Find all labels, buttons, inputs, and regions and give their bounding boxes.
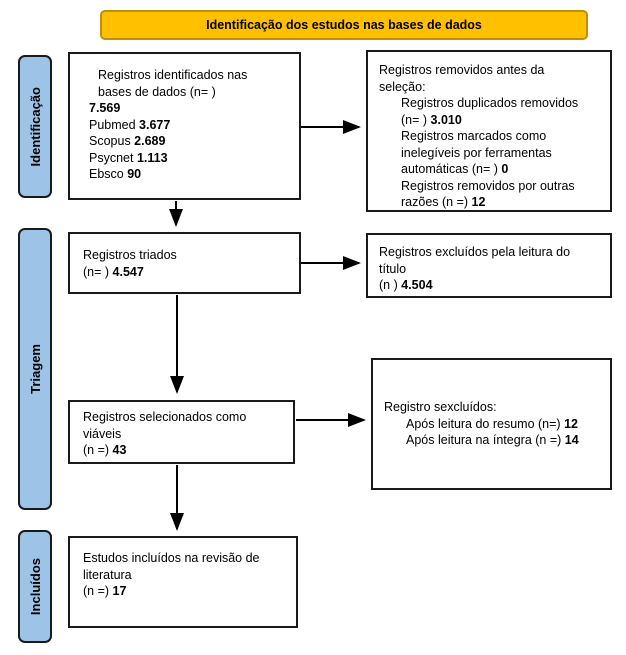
- text-segment: viáveis: [83, 426, 122, 441]
- text-segment: Registros selecionados como: [83, 410, 247, 424]
- text-segment: (n= ): [401, 112, 431, 127]
- text-segment: 14: [564, 433, 579, 448]
- box-studies-included: Estudos incluídos na revisão de literatur…: [68, 536, 298, 628]
- text-segment: Registros marcados como: [401, 129, 547, 143]
- text-segment: Ebsco: [89, 167, 128, 181]
- text-line: Registros removidos por outras: [401, 178, 604, 195]
- text-segment: 12: [564, 416, 578, 431]
- text-line: Após leitura na íntegra (n =) 14: [406, 432, 604, 449]
- text-segment: 43: [112, 443, 127, 457]
- text-segment: Registros excluídos pela leitura do: [379, 245, 571, 259]
- text-segment: título: [379, 261, 407, 276]
- text-segment: Registro sexcluídos:: [384, 400, 497, 415]
- box-records-excluded-by-title: Registros excluídos pela leitura do títul…: [366, 233, 612, 298]
- text-line: seleção:: [379, 79, 604, 96]
- text-segment: (n =): [83, 443, 113, 457]
- box-records-identified: Registros identificados nas bases de dado…: [68, 52, 301, 200]
- text-segment: automáticas (n= ): [401, 162, 502, 176]
- text-segment: Registros removidos por outras: [401, 178, 575, 193]
- text-segment: 3.677: [139, 117, 171, 132]
- text-line: 7.569: [89, 100, 293, 117]
- text-segment: Estudos incluídos na revisão de: [83, 551, 260, 565]
- box-records-screened: Registros triados (n= ) 4.547: [68, 232, 301, 294]
- text-line: razões (n =) 12: [401, 194, 604, 211]
- text-line: Registros triados: [83, 247, 293, 264]
- text-segment: 3.010: [430, 112, 462, 127]
- text-segment: razões (n =): [401, 195, 472, 209]
- text-line: (n =) 17: [83, 583, 290, 600]
- box-records-excluded-after-reading: Registro sexcluídos:Após leitura do resu…: [371, 358, 612, 490]
- text-line: Registro sexcluídos:: [384, 399, 604, 416]
- text-segment: (n =): [83, 584, 113, 598]
- text-line: viáveis: [83, 426, 287, 443]
- text-line: Pubmed 3.677: [89, 117, 293, 134]
- stage-bar-incluidos-label: Incluídos: [27, 557, 43, 616]
- text-segment: Registros removidos antes da: [379, 63, 545, 77]
- text-line: Registros duplicados removidos: [401, 95, 604, 112]
- text-segment: Registros identificados nas: [98, 68, 248, 82]
- text-segment: (n= ): [83, 264, 113, 279]
- text-segment: Após leitura do resumo (n=): [406, 416, 565, 431]
- text-segment: Psycnet: [89, 150, 137, 165]
- text-segment: Registros triados: [83, 248, 177, 262]
- title-banner-label: Identificação dos estudos nas bases de d…: [206, 18, 482, 32]
- text-segment: 12: [471, 195, 486, 209]
- text-segment: 0: [501, 162, 509, 176]
- text-line: inelegíveis por ferramentas: [401, 145, 604, 162]
- stage-bar-incluidos: Incluídos: [18, 530, 52, 643]
- text-line: literatura: [83, 567, 290, 584]
- text-line: Após leitura do resumo (n=) 12: [406, 416, 604, 433]
- text-segment: (n ): [379, 278, 402, 292]
- text-segment: 90: [127, 167, 142, 181]
- text-line: Psycnet 1.113: [89, 150, 293, 167]
- text-segment: seleção:: [379, 79, 426, 94]
- text-line: Registros selecionados como: [83, 409, 287, 426]
- stage-bar-triagem-label: Triagem: [27, 344, 43, 394]
- stage-bar-identificacao-label: Identificação: [27, 86, 43, 167]
- stage-bar-identificacao: Identificação: [18, 55, 52, 198]
- text-line: (n =) 43: [83, 442, 287, 459]
- text-segment: 7.569: [89, 101, 121, 115]
- box-records-selected-eligible: Registros selecionados como viáveis(n =) …: [68, 400, 295, 464]
- text-line: (n= ) 3.010: [401, 112, 604, 129]
- text-line: (n ) 4.504: [379, 277, 604, 294]
- text-segment: Registros duplicados removidos: [401, 96, 579, 110]
- title-banner: Identificação dos estudos nas bases de d…: [100, 10, 588, 40]
- text-segment: literatura: [83, 567, 132, 582]
- text-segment: Pubmed: [89, 117, 140, 132]
- stage-bar-triagem: Triagem: [18, 228, 52, 510]
- text-line: bases de dados (n= ): [98, 84, 293, 101]
- text-segment: 4.547: [112, 264, 144, 279]
- text-line: Ebsco 90: [89, 166, 293, 183]
- text-line: (n= ) 4.547: [83, 264, 293, 281]
- text-line: Registros removidos antes da: [379, 62, 604, 79]
- text-line: Registros identificados nas: [98, 67, 293, 84]
- box-records-removed-before-selection: Registros removidos antes da seleção: Regi…: [366, 50, 612, 212]
- text-segment: inelegíveis por ferramentas: [401, 145, 552, 160]
- text-segment: 2.689: [134, 134, 166, 148]
- text-line: Registros excluídos pela leitura do: [379, 244, 604, 261]
- text-line: título: [379, 261, 604, 278]
- text-line: Registros marcados como: [401, 128, 604, 145]
- text-segment: Após leitura na íntegra (n =): [406, 433, 565, 448]
- text-segment: Scopus: [89, 134, 135, 148]
- text-line: automáticas (n= ) 0: [401, 161, 604, 178]
- text-segment: 17: [112, 584, 127, 598]
- text-line: Estudos incluídos na revisão de: [83, 550, 290, 567]
- text-segment: bases de dados (n= ): [98, 84, 216, 99]
- text-segment: 4.504: [401, 278, 433, 292]
- text-line: Scopus 2.689: [89, 133, 293, 150]
- text-segment: 1.113: [136, 150, 168, 165]
